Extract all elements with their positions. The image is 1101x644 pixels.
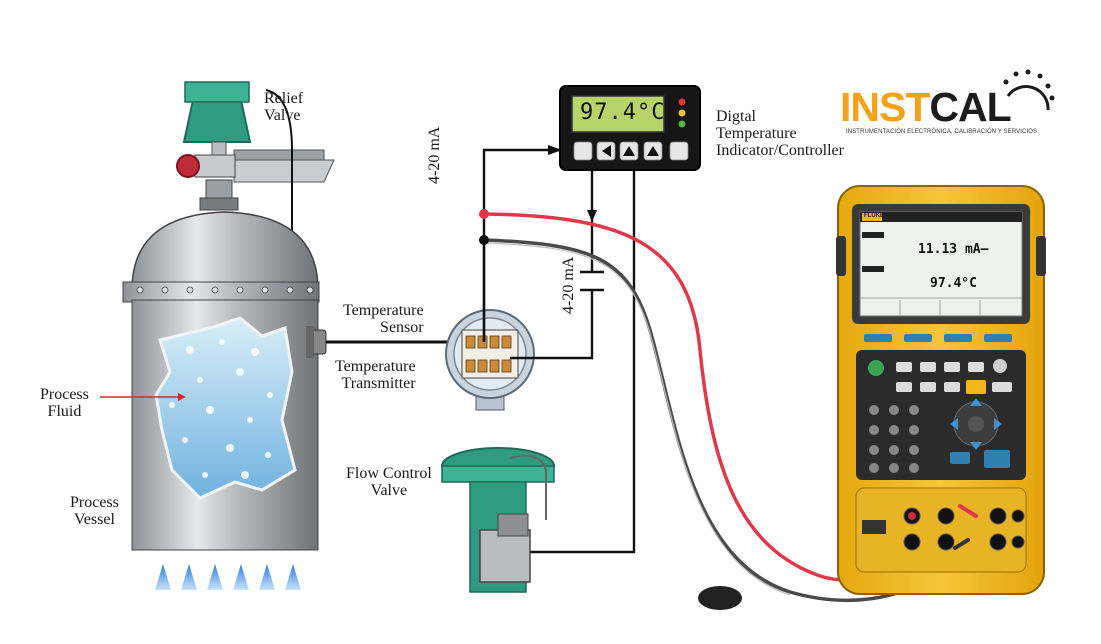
arrow-to-controller [548, 145, 562, 155]
calibrator-reading-ma: 11.13 mA— [918, 242, 989, 257]
calibrator-brand: FLUKE [864, 213, 884, 219]
process-vessel-label: Process Vessel [70, 494, 119, 528]
red-terminal [479, 209, 489, 219]
process-fluid-label: Process Fluid [40, 386, 89, 420]
documenting-calibrator [836, 185, 1046, 595]
relief-valve [176, 81, 335, 250]
instcal-logo: INSTCAL INSTRUMENTACIÓN ELECTRÓNICA, CAL… [840, 66, 1060, 146]
calibrator-reading-temp: 97.4°C [930, 276, 977, 291]
digital-indicator-label: Digtal Temperature Indicator/Controller [716, 108, 844, 159]
temperature-controller [559, 85, 701, 171]
logo-sun-rays [1003, 69, 1055, 111]
process-vessel [100, 211, 327, 590]
temperature-transmitter-label: Temperature Transmitter [335, 358, 416, 392]
logo-text-cal: CAL [929, 84, 1011, 130]
flow-control-valve [441, 447, 555, 593]
flow-control-valve-label: Flow Control Valve [346, 465, 432, 499]
loop-signal-label-1: 4-20 mA [426, 126, 443, 184]
arrow-down [587, 210, 597, 222]
relief-valve-label: Relief Valve [264, 90, 304, 124]
temperature-transmitter [445, 309, 535, 411]
loop-signal-label-2: 4-20 mA [560, 256, 577, 314]
temperature-sensor-label: Temperature Sensor [343, 302, 424, 336]
controller-display-value: 97.4°C [580, 100, 666, 125]
logo-tagline: INSTRUMENTACIÓN ELECTRÓNICA, CALIBRACIÓN… [846, 129, 1038, 135]
black-terminal [479, 235, 489, 245]
logo-text-inst: INST [840, 84, 930, 130]
burner-flames [155, 564, 301, 590]
